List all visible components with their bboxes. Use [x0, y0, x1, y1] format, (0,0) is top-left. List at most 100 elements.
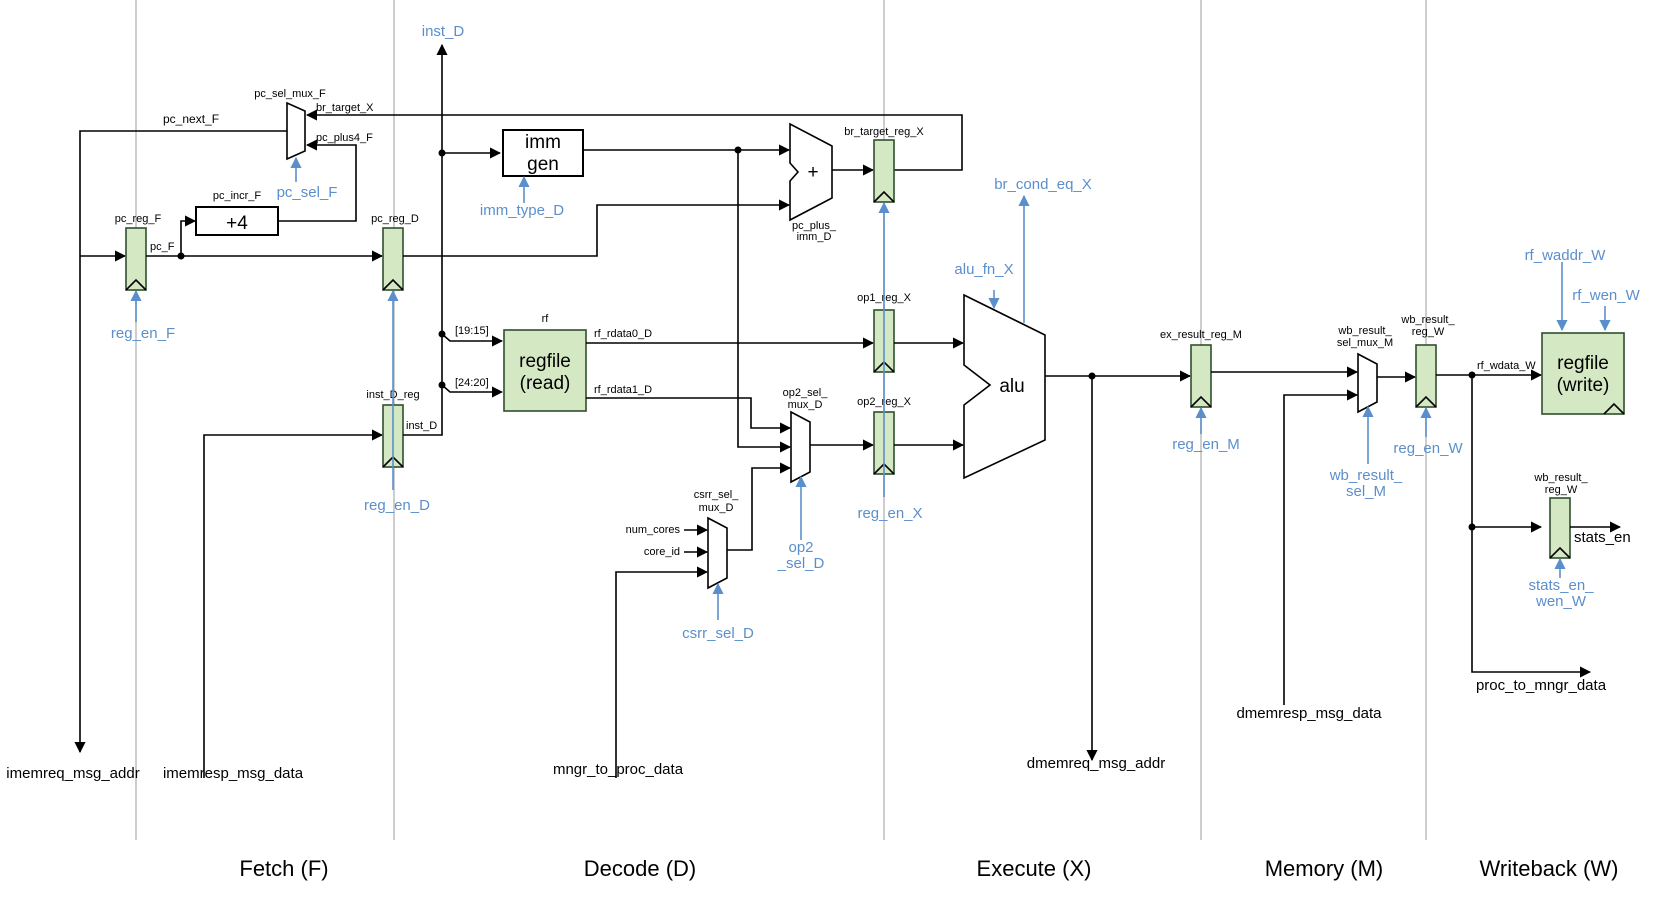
br-target-feedback-wire [305, 109, 963, 171]
wb-result-sel-m-label-2: sel_M [1346, 483, 1386, 500]
pc-plus4-wire [278, 139, 357, 222]
rf-wen-w-label: rf_wen_W [1572, 287, 1640, 304]
dmemresp-msg-data-label: dmemresp_msg_data [1236, 705, 1382, 722]
stats-en-label: stats_en [1574, 529, 1631, 546]
pc-reg-d-clock [382, 278, 404, 291]
stage-fetch-label: Fetch (F) [239, 856, 328, 881]
wb-result-sel-mux [1357, 352, 1378, 414]
imm-gen-text-1: imm [525, 132, 561, 153]
imm-gen-unit [502, 129, 584, 177]
pc-next-wire [74, 130, 290, 754]
stats-result-reg-w-clock [1549, 546, 1571, 559]
dmemreq-msg-addr-label: dmemreq_msg_addr [1027, 755, 1165, 772]
alu-unit [963, 293, 1046, 480]
csrr-mux-out-wire [727, 462, 792, 551]
regfile-write-text-1: regfile [1557, 353, 1609, 374]
regfile-write-unit [1541, 332, 1625, 415]
ex-result-reg-m-clock [1190, 395, 1212, 408]
adder-text: + [807, 162, 818, 183]
pc-next-label: pc_next_F [163, 112, 219, 126]
inst-d-label: inst_D [422, 23, 465, 40]
proc-to-mngr-data-label: proc_to_mngr_data [1476, 677, 1607, 694]
regfile-read-unit [503, 329, 587, 412]
csrr-sel-mux-label-2: mux_D [699, 502, 734, 514]
op2-sel-d-label-2: _sel_D [777, 555, 825, 572]
pc-incr-text: +4 [226, 213, 248, 234]
csrr-sel-d-label: csrr_sel_D [682, 625, 754, 642]
pc-reg-d-label: pc_reg_D [371, 213, 419, 225]
pc-incr-unit [195, 206, 279, 236]
pc-sel-mux [286, 101, 306, 161]
ex-result-reg-m-label: ex_result_reg_M [1160, 329, 1242, 341]
imemresp-wire [203, 429, 384, 778]
core-id-label: core_id [644, 546, 680, 558]
dmemresp-wire [1283, 389, 1359, 705]
pc-reg-f-clock [125, 278, 147, 291]
wb-result-reg-w-label-2: reg_W [1412, 326, 1445, 338]
pc-plus4-label: pc_plus4_F [316, 132, 373, 144]
wb-result-sel-mux-label-1: wb_result_ [1337, 325, 1392, 337]
stats-en-wen-label-2: wen_W [1535, 593, 1587, 610]
stage-memory-label: Memory (M) [1265, 856, 1384, 881]
stats-en-wen-label-1: stats_en_ [1528, 577, 1594, 594]
op2-sel-mux [790, 410, 811, 484]
bits-24-20-label: [24:20] [455, 377, 489, 389]
csrr-sel-mux [707, 516, 728, 590]
rs2-wire [441, 384, 504, 398]
inst-d-bus [403, 43, 448, 436]
imemresp-msg-data-label: imemresp_msg_data [163, 765, 304, 782]
csrr-sel-mux-label-1: csrr_sel_ [694, 489, 740, 501]
br-target-x-label: br_target_X [316, 102, 374, 114]
stage-execute-label: Execute (X) [977, 856, 1092, 881]
stage-decode-label: Decode (D) [584, 856, 696, 881]
mngr-to-proc-data-label: mngr_to_proc_data [553, 761, 684, 778]
rf-waddr-w-label: rf_waddr_W [1525, 247, 1607, 264]
imm-gen-text-2: gen [527, 154, 559, 175]
reg-en-x-label: reg_en_X [857, 505, 922, 522]
inst-d-wire-label: inst_D [406, 420, 437, 432]
br-cond-eq-x-label: br_cond_eq_X [994, 176, 1092, 193]
imemreq-msg-addr-label: imemreq_msg_addr [6, 765, 139, 782]
pc-plus-imm-label-2: imm_D [797, 231, 832, 243]
stats-reg-label-2: reg_W [1545, 484, 1578, 496]
rf-rdata1-wire [586, 397, 792, 434]
reg-en-f-label: reg_en_F [111, 325, 175, 342]
pc-plus-imm-adder [789, 122, 833, 222]
imm-type-d-label: imm_type_D [480, 202, 564, 219]
wb-result-reg-w-clock [1415, 395, 1437, 408]
br-target-reg-x-label: br_target_reg_X [844, 126, 924, 138]
rf-label: rf [542, 313, 550, 325]
pc-sel-f-label: pc_sel_F [277, 184, 338, 201]
rf-rdata0-label: rf_rdata0_D [594, 328, 652, 340]
pc-plus-imm-label-1: pc_plus_ [792, 220, 837, 232]
reg-en-w-label: reg_en_W [1393, 440, 1463, 457]
pc-sel-mux-label: pc_sel_mux_F [254, 88, 326, 100]
pc-incr-input-wire [180, 215, 197, 256]
br-target-reg-x-clock [873, 190, 895, 203]
pc-f-label: pc_F [150, 241, 175, 253]
rf-wdata-w-label: rf_wdata_W [1477, 360, 1536, 372]
wb-result-sel-m-label-1: wb_result_ [1329, 467, 1403, 484]
stage-dividers [135, 0, 1427, 840]
mngr-to-proc-wire [615, 566, 709, 778]
wb-result-sel-mux-label-2: sel_mux_M [1337, 337, 1393, 349]
op2-sel-mux-label-1: op2_sel_ [783, 387, 829, 399]
reg-en-m-label: reg_en_M [1172, 436, 1240, 453]
pc-incr-label: pc_incr_F [213, 190, 262, 202]
regfile-read-text-2: (read) [520, 373, 571, 394]
op2-sel-mux-label-2: mux_D [788, 399, 823, 411]
num-cores-label: num_cores [626, 524, 681, 536]
rf-rdata1-label: rf_rdata1_D [594, 384, 652, 396]
imm-to-op2-wire [737, 150, 792, 453]
reg-en-d-label: reg_en_D [364, 497, 430, 514]
stats-reg-label-1: wb_result_ [1533, 472, 1588, 484]
pc-d-to-adder-wire [403, 199, 791, 257]
rs1-wire [441, 333, 504, 347]
regfile-read-text-1: regfile [519, 351, 571, 372]
regfile-write-clock [1603, 402, 1625, 415]
stage-writeback-label: Writeback (W) [1480, 856, 1619, 881]
op2-sel-d-label-1: op2 [788, 539, 813, 556]
bits-19-15-label: [19:15] [455, 325, 489, 337]
